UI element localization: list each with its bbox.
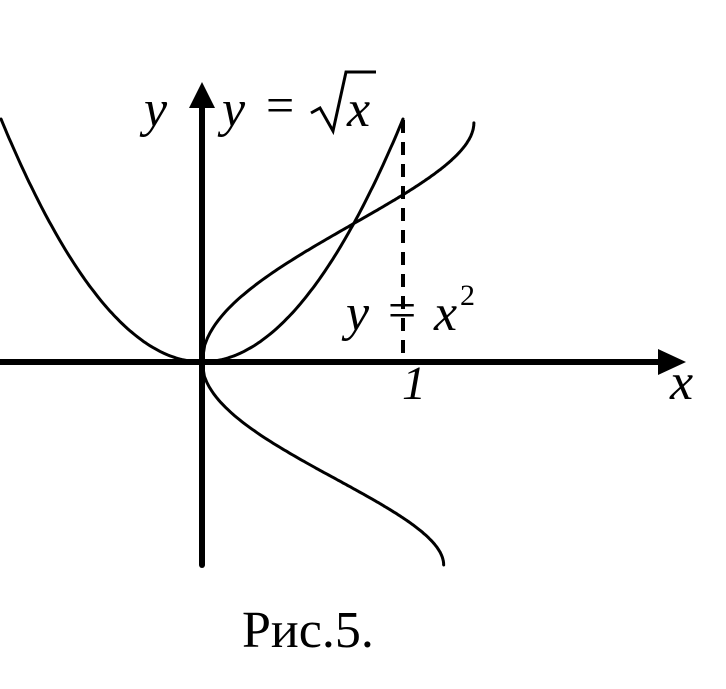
x-axis-arrow-icon	[658, 349, 686, 375]
radical-sign-icon	[310, 70, 376, 136]
sqrt-label-var: x	[346, 81, 370, 138]
parabola-label-var: x	[433, 285, 457, 342]
sqrt-label-equals: =	[266, 77, 294, 133]
x-axis-label: x	[669, 354, 693, 411]
sqrt-label-lhs: y	[217, 81, 246, 138]
y-axis-label: y	[139, 81, 168, 138]
parabola-curve-label: y = x 2	[341, 279, 475, 342]
parabola-label-equals: =	[388, 282, 416, 338]
parabola-label-exponent: 2	[460, 279, 475, 312]
sqrt-curve-upper-branch	[200, 121, 476, 364]
y-axis-arrow-icon	[189, 82, 215, 108]
figure-caption: Рис.5.	[242, 602, 374, 659]
parabola-label-lhs: y	[341, 285, 370, 342]
tick-label-one: 1	[402, 357, 426, 410]
sqrt-curve-lower-branch	[200, 360, 446, 567]
sqrt-curve-label: y = x	[217, 70, 376, 138]
parabola-curve	[0, 117, 405, 364]
